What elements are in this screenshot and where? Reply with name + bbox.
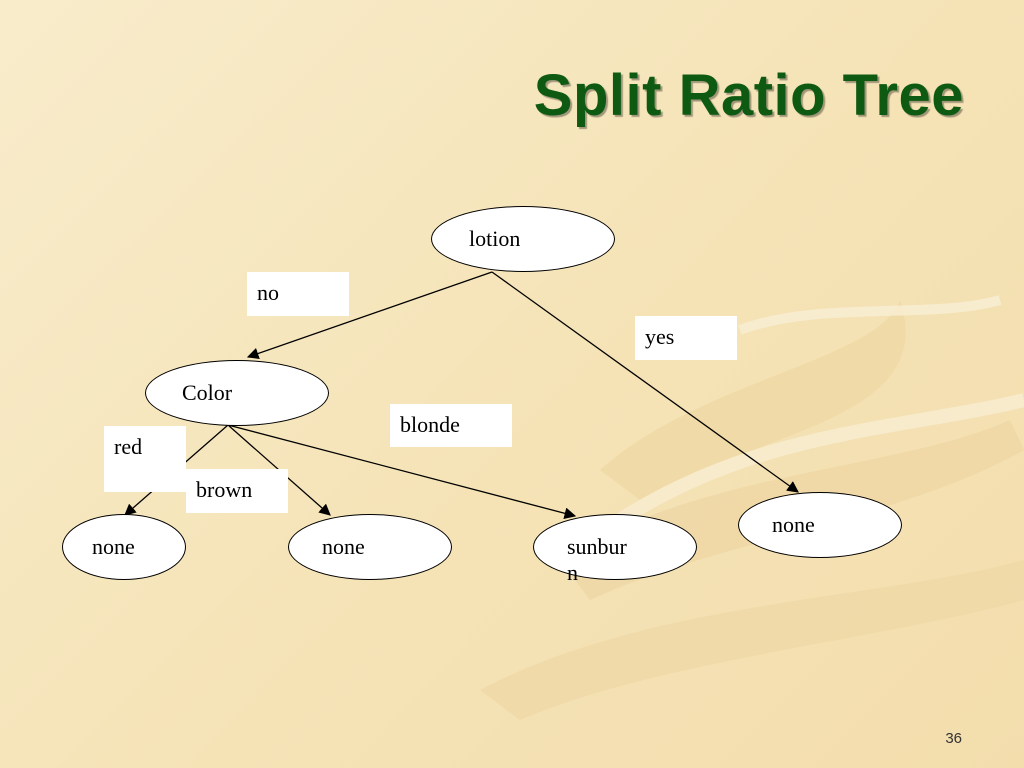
- node-sunburn-label: sunbur n: [567, 534, 627, 585]
- edge-lotion-no: [246, 271, 493, 360]
- node-lotion: [431, 206, 615, 272]
- node-brown-none: [288, 514, 452, 580]
- edge-lotion-yes: [491, 271, 799, 493]
- edge-color-blonde: [227, 424, 577, 519]
- node-yes-none: [738, 492, 902, 558]
- edge-label-red: red: [104, 426, 186, 492]
- node-brown-none-label: none: [322, 534, 365, 559]
- slide-title: Split Ratio Tree: [533, 63, 964, 128]
- edge-label-yes: yes: [635, 316, 737, 360]
- page-number: 36: [945, 730, 962, 747]
- node-sunburn: [533, 514, 697, 580]
- node-color-label: Color: [182, 380, 233, 405]
- node-color: [145, 360, 329, 426]
- edge-label-blonde: blonde: [390, 404, 512, 447]
- node-red-none: [62, 514, 186, 580]
- edge-label-no: no: [247, 272, 349, 316]
- node-lotion-label: lotion: [469, 226, 521, 251]
- node-yes-none-label: none: [772, 512, 815, 537]
- edge-label-brown: brown: [186, 469, 288, 513]
- node-red-none-label: none: [92, 534, 135, 559]
